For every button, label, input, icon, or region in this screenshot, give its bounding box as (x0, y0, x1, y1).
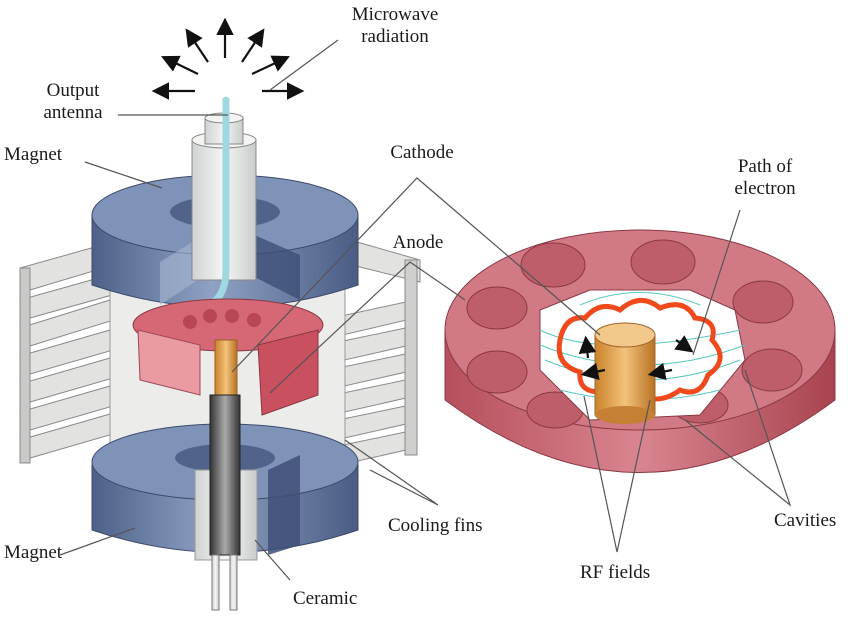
label-path-line1: Path of (737, 156, 793, 177)
leader-microwave (269, 39, 339, 91)
anode-disk-detail (444, 229, 836, 473)
label-microwave-line2: radiation (361, 26, 429, 47)
terminal-pin-left (211, 554, 220, 611)
magnetron-cutaway (19, 96, 421, 611)
label-cavities: Cavities (774, 510, 837, 531)
cathode-cylinder (594, 322, 656, 424)
leader-cathode (231, 177, 601, 373)
microwave-arrows (151, 17, 305, 100)
label-magnet-top: Magnet (4, 144, 63, 165)
leader-magnet-bottom (59, 527, 136, 556)
electron-arrow-4 (647, 362, 673, 381)
cathode-stem (209, 394, 241, 556)
label-cooling-fins: Cooling fins (388, 515, 483, 536)
cathode-rod (214, 339, 238, 399)
electron-arrow-3 (580, 362, 606, 381)
leader-lines (59, 39, 792, 581)
leader-anode (269, 261, 466, 394)
label-output-line1: Output (46, 80, 100, 101)
arrow-right-up (251, 55, 290, 75)
label-path-line2: electron (734, 178, 796, 199)
label-output-line2: antenna (43, 102, 103, 123)
electron-arrow-1 (578, 335, 597, 359)
label-anode: Anode (392, 232, 444, 253)
leader-cooling-fins (344, 439, 439, 506)
leader-path-of-electron (692, 209, 741, 356)
label-magnet-bottom: Magnet (4, 542, 63, 563)
label-rf-fields: RF fields (580, 562, 651, 583)
label-path-of-electron: Path of electron (715, 156, 815, 200)
leader-cavities (684, 369, 792, 507)
electron-arrow-2 (674, 335, 694, 353)
label-cathode: Cathode (390, 142, 454, 163)
terminal-pin-right (229, 554, 238, 611)
arrow-up-left (185, 28, 209, 63)
leader-ceramic (254, 539, 291, 581)
arrow-up-right (241, 28, 265, 63)
label-output-antenna: Output antenna (28, 80, 118, 124)
label-microwave-line1: Microwave (351, 4, 439, 25)
label-microwave-radiation: Microwave radiation (335, 4, 455, 48)
arrow-left-up (161, 55, 199, 75)
leader-rf-fields (583, 395, 651, 553)
label-ceramic: Ceramic (293, 588, 358, 609)
leader-magnet-top (84, 161, 163, 189)
